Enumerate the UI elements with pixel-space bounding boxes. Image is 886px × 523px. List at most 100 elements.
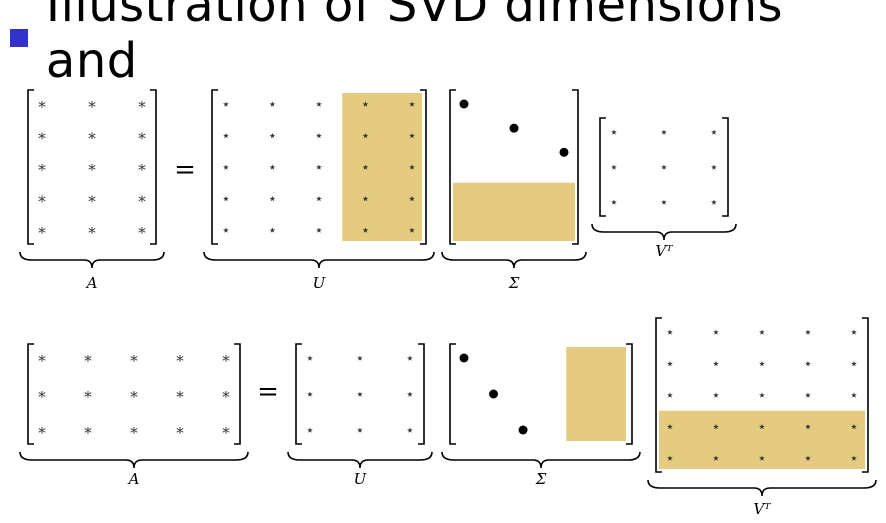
singular-value-dot xyxy=(459,353,469,363)
matrix-entry: ∗ xyxy=(37,349,47,367)
matrix-entry: ⋆ xyxy=(314,221,323,239)
matrix-entry: ⋆ xyxy=(407,190,416,208)
matrix-entry: ∗ xyxy=(175,421,185,439)
underbrace xyxy=(287,451,433,469)
matrix-entry: ⋆ xyxy=(405,349,414,367)
matrix-entry: ⋆ xyxy=(665,323,674,341)
matrix-entry: ∗ xyxy=(175,349,185,367)
matrix-entry: ⋆ xyxy=(665,355,674,373)
matrix-entry: ∗ xyxy=(37,221,47,239)
matrix-entry: ⋆ xyxy=(659,123,668,141)
matrix-u: ⋆⋆⋆⋆⋆⋆⋆⋆⋆⋆⋆⋆⋆⋆⋆⋆⋆⋆⋆⋆⋆⋆⋆⋆⋆U xyxy=(203,89,435,292)
slide-title: Illustration of SVD dimensions and xyxy=(45,0,784,89)
matrix-entry: ⋆ xyxy=(849,449,858,467)
matrix-entry: ⋆ xyxy=(711,386,720,404)
matrix-entry: ⋆ xyxy=(268,127,277,145)
matrix-entry: ⋆ xyxy=(361,127,370,145)
singular-value-dot xyxy=(459,99,469,109)
matrix-entry: ∗ xyxy=(37,190,47,208)
matrix-entry: ⋆ xyxy=(355,421,364,439)
padding-highlight xyxy=(453,182,575,241)
matrix-entry: ∗ xyxy=(37,158,47,176)
matrix-entry: ⋆ xyxy=(709,158,718,176)
matrix-entry: ⋆ xyxy=(659,193,668,211)
matrix-entry: ⋆ xyxy=(314,95,323,113)
matrix-bracket xyxy=(295,343,425,445)
matrix-bracket xyxy=(27,89,157,245)
matrix-entry: ∗ xyxy=(221,349,231,367)
matrix-entry: ∗ xyxy=(37,421,47,439)
matrix-entry: ∗ xyxy=(87,95,97,113)
matrix-entry: ∗ xyxy=(83,385,93,403)
matrix-entry: ⋆ xyxy=(407,127,416,145)
matrix-entry: ⋆ xyxy=(221,95,230,113)
equals-sign: = xyxy=(174,155,196,185)
matrix-entry: ∗ xyxy=(37,385,47,403)
matrix-entry: ⋆ xyxy=(305,385,314,403)
matrix-entry: ⋆ xyxy=(221,158,230,176)
matrix-entry: ⋆ xyxy=(711,355,720,373)
matrix-label-sigma: Σ xyxy=(535,470,547,488)
matrix-label-sigma: Σ xyxy=(508,274,520,292)
matrix-entry: ⋆ xyxy=(355,385,364,403)
matrix-bracket xyxy=(27,343,241,445)
matrix-sigma: Σ xyxy=(441,89,587,292)
underbrace xyxy=(647,479,877,497)
unused-rows-highlight xyxy=(659,410,865,469)
matrix-bracket xyxy=(449,343,633,445)
matrix-entry: ∗ xyxy=(87,190,97,208)
matrix-entry: ⋆ xyxy=(803,418,812,436)
matrix-entry: ∗ xyxy=(129,421,139,439)
matrix-entry: ⋆ xyxy=(268,221,277,239)
underbrace xyxy=(441,451,641,469)
matrix-entry: ⋆ xyxy=(355,349,364,367)
matrix-entry: ⋆ xyxy=(268,158,277,176)
underbrace xyxy=(19,251,165,269)
matrix-entry: ⋆ xyxy=(757,323,766,341)
matrix-entry: ⋆ xyxy=(849,355,858,373)
matrix-entry: ⋆ xyxy=(757,449,766,467)
matrix-entry: ⋆ xyxy=(314,127,323,145)
matrix-entry: ∗ xyxy=(87,158,97,176)
matrix-entry: ∗ xyxy=(37,127,47,145)
matrix-bracket xyxy=(211,89,427,245)
matrix-entry: ⋆ xyxy=(221,127,230,145)
matrix-entry: ∗ xyxy=(129,385,139,403)
matrix-entry: ⋆ xyxy=(361,190,370,208)
singular-value-dot xyxy=(559,147,569,157)
matrix-entry: ⋆ xyxy=(361,95,370,113)
matrix-entry: ∗ xyxy=(221,385,231,403)
matrix-entry: ∗ xyxy=(87,127,97,145)
matrix-entry: ⋆ xyxy=(361,158,370,176)
matrix-entry: ⋆ xyxy=(305,349,314,367)
matrix-entry: ⋆ xyxy=(849,323,858,341)
matrix-sigma: Σ xyxy=(441,343,641,488)
matrix-entry: ⋆ xyxy=(803,323,812,341)
matrix-label-u: U xyxy=(313,274,327,292)
matrix-u: ⋆⋆⋆⋆⋆⋆⋆⋆⋆U xyxy=(287,343,433,488)
matrix-bracket xyxy=(599,117,729,217)
matrix-entry: ∗ xyxy=(137,190,147,208)
matrix-entry: ⋆ xyxy=(314,190,323,208)
matrix-entry: ⋆ xyxy=(665,418,674,436)
matrix-entry: ∗ xyxy=(37,95,47,113)
matrix-entry: ⋆ xyxy=(665,449,674,467)
matrix-entry: ⋆ xyxy=(314,158,323,176)
equals-sign: = xyxy=(257,377,279,407)
matrix-entry: ⋆ xyxy=(268,190,277,208)
matrix-entry: ⋆ xyxy=(709,193,718,211)
matrix-entry: ⋆ xyxy=(803,449,812,467)
matrix-entry: ⋆ xyxy=(609,193,618,211)
matrix-entry: ⋆ xyxy=(405,421,414,439)
matrix-entry: ⋆ xyxy=(711,418,720,436)
matrix-entry: ⋆ xyxy=(711,323,720,341)
matrix-entry: ⋆ xyxy=(609,158,618,176)
matrix-a: ∗∗∗∗∗∗∗∗∗∗∗∗∗∗∗A xyxy=(19,89,165,292)
matrix-entry: ⋆ xyxy=(757,386,766,404)
matrix-entry: ⋆ xyxy=(361,221,370,239)
matrix-entry: ∗ xyxy=(129,349,139,367)
matrix-entry: ∗ xyxy=(137,221,147,239)
matrix-entry: ∗ xyxy=(83,421,93,439)
singular-value-dot xyxy=(509,123,519,133)
